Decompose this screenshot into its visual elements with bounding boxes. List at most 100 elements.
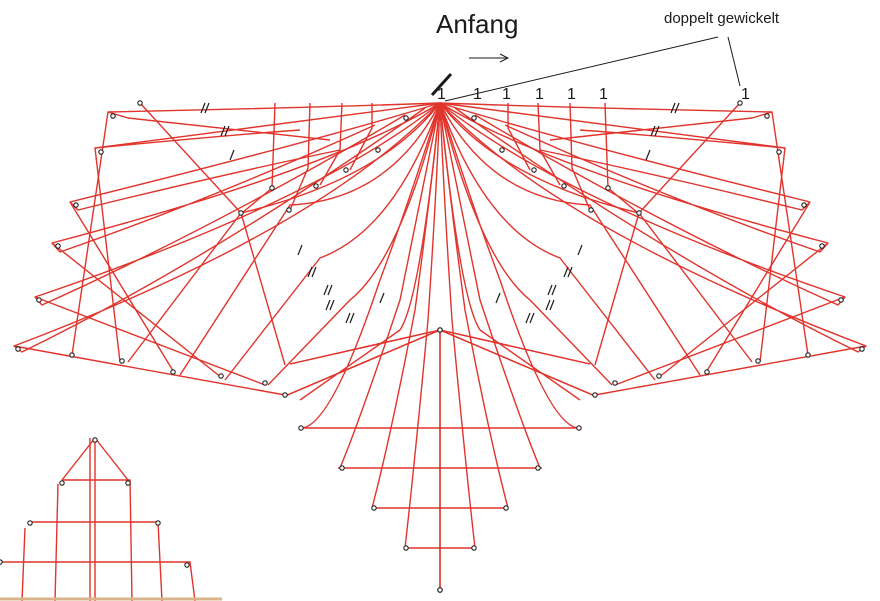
bobbin-tick bbox=[577, 244, 583, 256]
pin-hole bbox=[499, 147, 505, 153]
marker-label: 1 bbox=[741, 86, 750, 103]
pin-hole bbox=[36, 297, 42, 303]
thread-path bbox=[439, 102, 656, 381]
marker-label: 1 bbox=[535, 86, 544, 103]
thread-path bbox=[107, 102, 441, 141]
thread-path bbox=[759, 147, 786, 363]
pin-hole bbox=[98, 149, 104, 155]
bobbin-tick bbox=[654, 125, 660, 137]
marker-label: 1 bbox=[599, 86, 608, 103]
pin-hole bbox=[805, 352, 811, 358]
pin-hole bbox=[298, 425, 304, 431]
leader-line-start bbox=[444, 36, 719, 102]
pin-hole bbox=[403, 545, 409, 551]
marker-label: 1 bbox=[437, 86, 446, 103]
pin-hole bbox=[69, 352, 75, 358]
side-thread bbox=[62, 479, 133, 601]
bobbin-tick bbox=[200, 102, 206, 114]
thread-path bbox=[404, 102, 441, 549]
pin-hole bbox=[170, 369, 176, 375]
bobbin-tick bbox=[349, 312, 355, 324]
thread-path bbox=[339, 102, 441, 469]
bobbin-tick bbox=[204, 102, 210, 114]
pin-hole bbox=[137, 100, 143, 106]
bobbin-tick bbox=[545, 299, 551, 311]
pin-hole bbox=[403, 115, 409, 121]
bobbin-tick bbox=[547, 284, 553, 296]
pin-hole bbox=[238, 210, 244, 216]
start-stroke-icon bbox=[430, 72, 453, 97]
thread-path bbox=[507, 103, 531, 171]
pin-hole bbox=[471, 545, 477, 551]
bobbin-tick bbox=[549, 299, 555, 311]
bobbin-tick bbox=[311, 266, 317, 278]
right-arrow-icon bbox=[469, 53, 510, 63]
pin-hole bbox=[838, 297, 844, 303]
pin-hole bbox=[801, 202, 807, 208]
bobbin-tick bbox=[495, 292, 501, 304]
pin-hole bbox=[531, 167, 537, 173]
bobbin-tick bbox=[297, 244, 303, 256]
pin-hole bbox=[471, 115, 477, 121]
thread-path bbox=[439, 102, 509, 509]
pin-hole bbox=[656, 373, 662, 379]
pin-hole bbox=[437, 587, 443, 593]
bobbin-tick bbox=[345, 312, 351, 324]
thread-path bbox=[127, 102, 441, 363]
thread-path bbox=[94, 147, 121, 363]
pin-hole bbox=[819, 243, 825, 249]
pin-hole bbox=[119, 358, 125, 364]
bobbin-tick bbox=[670, 102, 676, 114]
thread-path bbox=[267, 102, 441, 386]
pin-hole bbox=[371, 505, 377, 511]
thread-path bbox=[537, 102, 561, 186]
pin-hole bbox=[27, 520, 33, 526]
thread-path bbox=[34, 296, 266, 386]
thread-path bbox=[704, 201, 811, 375]
bobbin-tick bbox=[645, 149, 651, 161]
pin-hole bbox=[776, 149, 782, 155]
thread-path bbox=[299, 102, 441, 401]
thread-path bbox=[13, 345, 286, 396]
bobbin-count-marks bbox=[200, 102, 680, 324]
side-thread bbox=[54, 483, 59, 601]
pin-hole bbox=[218, 373, 224, 379]
bobbin-tick bbox=[650, 125, 656, 137]
bobbin-tick bbox=[379, 292, 385, 304]
bobbin-tick bbox=[229, 149, 235, 161]
pin-hole bbox=[110, 113, 116, 119]
pin-hole bbox=[588, 207, 594, 213]
bobbin-tick bbox=[325, 299, 331, 311]
thread-path bbox=[241, 102, 276, 214]
thread-path bbox=[439, 102, 541, 469]
thread-path bbox=[604, 102, 639, 214]
thread-path bbox=[69, 102, 441, 211]
thread-path bbox=[439, 102, 811, 211]
thread-path bbox=[289, 102, 311, 211]
side-thread bbox=[0, 561, 196, 601]
pin-hole bbox=[605, 185, 611, 191]
pin-hole bbox=[755, 358, 761, 364]
pin-hole bbox=[286, 207, 292, 213]
pin-hole bbox=[269, 185, 275, 191]
start-label: Anfang bbox=[436, 9, 519, 39]
pin-hole bbox=[0, 559, 3, 565]
pin-hole bbox=[339, 465, 345, 471]
thread-path bbox=[439, 102, 753, 363]
marker-label: 1 bbox=[567, 86, 576, 103]
bobbin-tick bbox=[551, 284, 557, 296]
marker-label: 1 bbox=[502, 86, 511, 103]
pin-hole bbox=[764, 113, 770, 119]
thread-path bbox=[299, 102, 441, 429]
pin-hole bbox=[859, 346, 865, 352]
thread-path bbox=[94, 102, 441, 149]
thread-path bbox=[594, 345, 867, 396]
pin-holes bbox=[0, 100, 865, 593]
thread-path bbox=[371, 102, 441, 509]
pin-hole bbox=[55, 243, 61, 249]
pin-hole bbox=[612, 380, 618, 386]
pin-hole bbox=[155, 520, 161, 526]
pin-hole bbox=[437, 327, 443, 333]
pin-hole bbox=[561, 183, 567, 189]
pin-hole bbox=[704, 369, 710, 375]
